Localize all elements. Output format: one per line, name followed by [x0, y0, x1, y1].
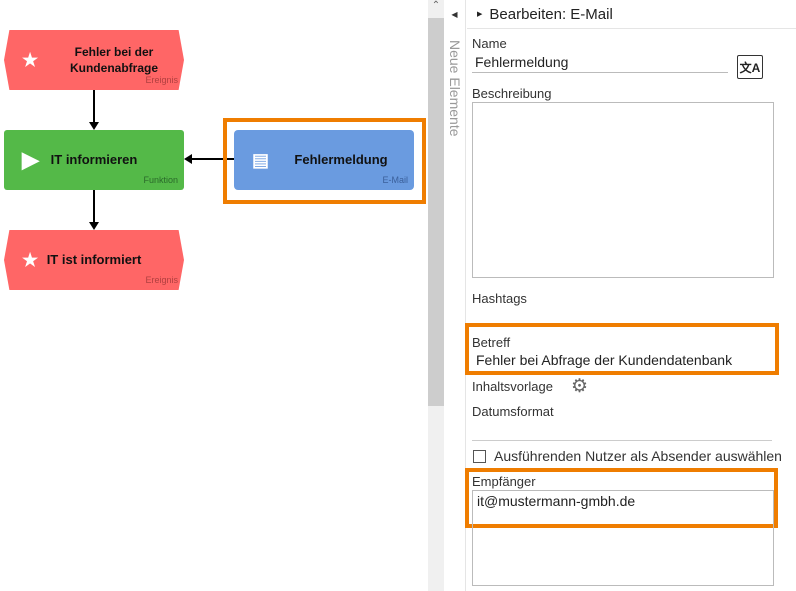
node-title: IT ist informiert [46, 252, 142, 267]
connector [93, 190, 95, 224]
connector [192, 158, 234, 160]
scrollbar-thumb[interactable] [428, 18, 444, 406]
name-input[interactable]: Fehlermeldung [472, 54, 728, 73]
template-label: Inhaltsvorlage [472, 379, 553, 394]
dateformat-label: Datumsformat [472, 404, 554, 419]
node-type: E-Mail [382, 175, 408, 185]
dateformat-input[interactable] [472, 418, 772, 441]
play-icon: ▶ [22, 147, 39, 172]
star-icon: ★ [22, 50, 39, 70]
recipient-label: Empfänger [472, 474, 536, 489]
panel-title: Bearbeiten: E-Mail [489, 5, 613, 23]
star-icon: ★ [22, 250, 39, 270]
translate-icon[interactable]: 文A [737, 55, 763, 79]
event-node[interactable]: ★ Fehler bei der Kundenabfrage Ereignis [4, 30, 184, 90]
subject-input[interactable]: Fehler bei Abfrage der Kundendatenbank [476, 352, 733, 368]
highlight-subject [465, 323, 779, 375]
checkbox-label: Ausführenden Nutzer als Absender auswähl… [494, 448, 782, 464]
hashtags-label: Hashtags [472, 291, 527, 306]
expand-icon[interactable]: ▶ [477, 11, 483, 18]
connector [93, 90, 95, 124]
highlight-email-node [223, 118, 426, 204]
scroll-up-icon[interactable]: ⌃ [431, 0, 441, 11]
vertical-scrollbar[interactable]: ⌃ [428, 0, 444, 591]
document-icon: ▤ [252, 150, 270, 170]
node-title: IT informieren [50, 152, 138, 167]
sender-checkbox[interactable] [473, 450, 486, 463]
arrow-head [184, 154, 192, 164]
side-tab-label: Neue Elemente [447, 40, 463, 137]
arrow-head [89, 122, 99, 130]
node-title: Fehler bei der Kundenabfrage [69, 45, 158, 75]
subject-label: Betreff [472, 335, 511, 350]
arrow-head [89, 222, 99, 230]
description-label: Beschreibung [472, 86, 552, 101]
event-node[interactable]: ★ IT ist informiert Ereignis [4, 230, 184, 290]
function-node[interactable]: ▶ IT informieren Funktion [4, 130, 184, 190]
highlight-recipient [465, 468, 778, 528]
panel-header[interactable]: ▶ Bearbeiten: E-Mail [467, 0, 796, 29]
collapse-left-icon[interactable]: ◀ [451, 10, 458, 19]
side-tab[interactable]: ◀ Neue Elemente [444, 0, 466, 591]
description-textarea[interactable] [472, 102, 774, 278]
node-type: Ereignis [145, 75, 178, 85]
node-type: Funktion [143, 175, 178, 185]
recipient-value: it@mustermann-gmbh.de [477, 493, 636, 509]
gear-icon[interactable]: ⚙ [571, 376, 589, 397]
email-node[interactable]: ▤ Fehlermeldung E-Mail [234, 130, 414, 190]
recipient-textarea[interactable]: it@mustermann-gmbh.de [472, 490, 774, 586]
name-label: Name [472, 36, 507, 51]
node-type: Ereignis [145, 275, 178, 285]
node-title: Fehlermeldung [294, 152, 388, 167]
